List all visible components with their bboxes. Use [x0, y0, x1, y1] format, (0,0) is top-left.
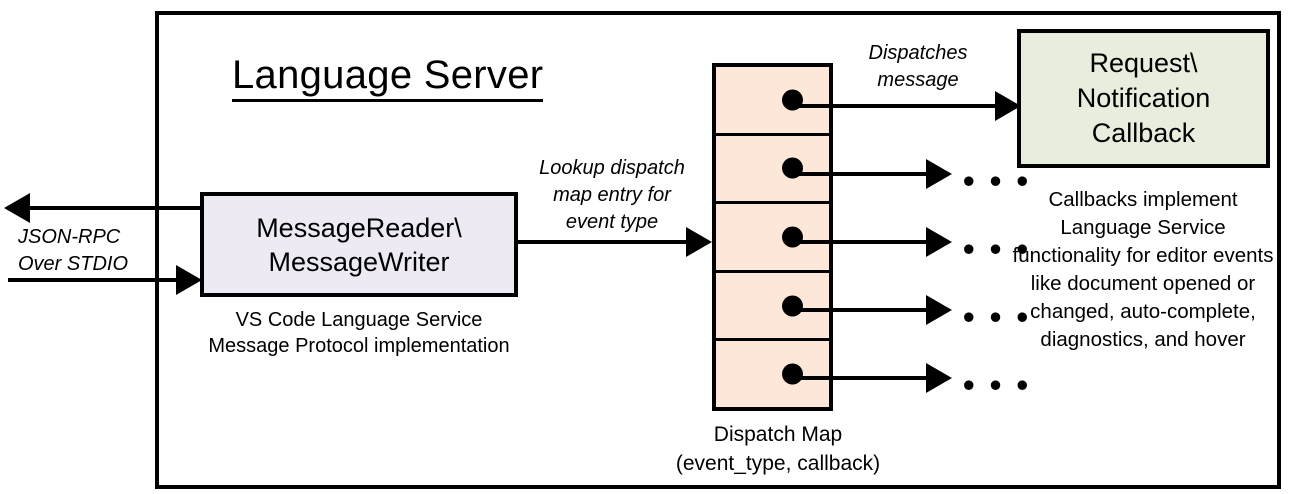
lookup-edge-arrowhead [686, 227, 712, 257]
dispatch-map-row[interactable] [716, 136, 829, 205]
dispatch-entry-dot [782, 363, 803, 385]
dispatch-edge-arrowhead-2 [926, 159, 952, 189]
dispatch-edge-ellipsis-2: • • • [963, 162, 1031, 199]
language-server-container [155, 11, 1281, 489]
dispatch-entry-dot [782, 295, 803, 317]
edge-label-lookup: Lookup dispatch map entry for event type [539, 157, 685, 233]
message-reader-writer-box[interactable]: MessageReader\ MessageWriter [200, 192, 518, 297]
lookup-edge-line [518, 240, 690, 244]
dispatch-edge-arrowhead-4 [926, 295, 952, 325]
dispatch-edge-line-3 [788, 240, 934, 244]
jsonrpc-inbound-line [8, 278, 180, 282]
dispatch-edge-line-4 [788, 308, 934, 312]
jsonrpc-outbound-line [28, 206, 202, 210]
dispatch-map-caption: Dispatch Map (event_type, callback) [675, 423, 881, 475]
edge-label-jsonrpc: JSON-RPC Over STDIO [18, 226, 129, 275]
dispatch-edge-arrowhead-3 [926, 227, 952, 257]
dispatch-map-row[interactable] [716, 204, 829, 273]
dispatch-edge-ellipsis-5: • • • [963, 366, 1031, 403]
dispatch-edge-arrowhead-5 [926, 363, 952, 393]
message-reader-writer-label: MessageReader\ MessageWriter [256, 212, 462, 277]
dispatch-map-table[interactable] [712, 63, 833, 411]
dispatch-edge-line-5 [788, 376, 934, 380]
page-title: Language Server [232, 52, 544, 102]
callback-caption: Callbacks implement Language Service fun… [1012, 188, 1274, 351]
dispatch-edge-line-2 [788, 172, 934, 176]
dispatch-map-row[interactable] [716, 67, 829, 136]
dispatch-map-row[interactable] [716, 341, 829, 407]
dispatch-edge-arrowhead-1 [995, 91, 1021, 121]
message-reader-writer-caption: VS Code Language Service Message Protoco… [208, 309, 510, 357]
request-notification-callback-box[interactable]: Request\ Notification Callback [1017, 29, 1270, 168]
request-notification-callback-label: Request\ Notification Callback [1076, 48, 1211, 148]
dispatch-edge-line-1 [788, 104, 1003, 108]
dispatch-entry-dot [782, 226, 803, 248]
edge-label-dispatches: Dispatches message [868, 42, 968, 91]
jsonrpc-outbound-arrowhead [4, 193, 30, 223]
jsonrpc-inbound-arrowhead [176, 265, 202, 295]
